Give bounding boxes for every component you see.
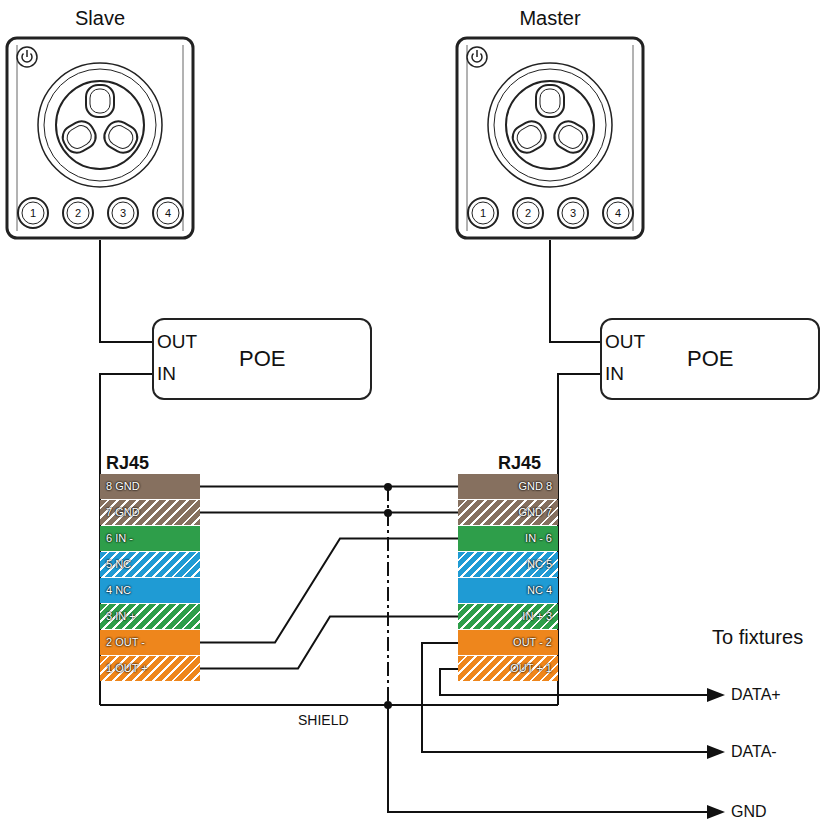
wire xyxy=(200,512,458,514)
device-name: POE xyxy=(239,347,285,371)
wire xyxy=(558,374,600,474)
port-label: OUT xyxy=(157,332,223,352)
rj45-pin: 8 GND xyxy=(100,474,200,499)
data-minus-wire xyxy=(422,643,708,752)
controller-device: Slave xyxy=(5,5,195,240)
signal-name: DATA+ xyxy=(731,686,781,704)
rj45-pin: NC 4 xyxy=(458,578,558,603)
rj45-pin: 3 IN + xyxy=(100,604,200,629)
rj45-pin: 2 OUT - xyxy=(100,630,200,655)
note: To fixtures xyxy=(712,626,803,649)
rj45-pin: IN + 3 xyxy=(458,604,558,629)
pin-label: IN - 6 xyxy=(464,526,552,551)
arrowhead xyxy=(707,745,725,759)
wire xyxy=(200,617,458,669)
controller-device: Master xyxy=(455,5,645,240)
device-illustration xyxy=(455,5,645,240)
pin-label: NC 4 xyxy=(464,578,552,603)
rj45-pin: OUT - 2 xyxy=(458,630,558,655)
rj45-pin: 4 NC xyxy=(100,578,200,603)
port-label: IN xyxy=(157,364,223,384)
pin-label: NC 5 xyxy=(464,552,552,577)
shield-wire xyxy=(100,704,558,706)
pin-label: 7 GND xyxy=(106,500,194,525)
arrowhead xyxy=(707,805,725,819)
pin-label: 8 GND xyxy=(106,474,194,499)
ground-bus xyxy=(387,487,389,705)
device-heading: Slave xyxy=(5,5,195,31)
arrowhead xyxy=(707,688,725,702)
device-heading: Master xyxy=(455,5,645,31)
port-label: IN xyxy=(605,364,671,384)
pin-label: 6 IN - xyxy=(106,526,194,551)
rj45-pin: 6 IN - xyxy=(100,526,200,551)
poe-injector: OUT IN POE xyxy=(152,318,372,400)
rj45-pin: OUT + 1 xyxy=(458,656,558,681)
rj45-pin: 7 GND xyxy=(100,500,200,525)
rj45-pin: GND 7 xyxy=(458,500,558,525)
rj45-pin: 1 OUT + xyxy=(100,656,200,681)
pin-label: 5 NC xyxy=(106,552,194,577)
shield-label: SHIELD xyxy=(298,712,349,728)
rj45-pin: NC 5 xyxy=(458,552,558,577)
rj45-pin: 5 NC xyxy=(100,552,200,577)
port-label: OUT xyxy=(605,332,671,352)
connector-name: RJ45 xyxy=(106,453,149,474)
pin-label: OUT - 2 xyxy=(464,630,552,655)
rj45-pin: IN - 6 xyxy=(458,526,558,551)
device-name: POE xyxy=(687,347,733,371)
pin-label: GND 7 xyxy=(464,500,552,525)
pin-label: GND 8 xyxy=(464,474,552,499)
pin-label: IN + 3 xyxy=(464,604,552,629)
connector-name: RJ45 xyxy=(498,453,541,474)
pin-label: 3 IN + xyxy=(106,604,194,629)
wire xyxy=(550,240,600,342)
ground-wire xyxy=(388,705,708,812)
pin-label: 2 OUT - xyxy=(106,630,194,655)
wire xyxy=(200,486,458,488)
signal-name: GND xyxy=(731,803,767,821)
wire xyxy=(200,539,458,643)
pin-label: OUT + 1 xyxy=(464,656,552,681)
signal-name: DATA- xyxy=(731,743,777,761)
pin-label: 1 OUT + xyxy=(106,656,194,681)
pin-label: 4 NC xyxy=(106,578,194,603)
wire xyxy=(100,240,152,342)
device-illustration xyxy=(5,5,195,240)
wire xyxy=(100,374,152,474)
poe-injector: OUT IN POE xyxy=(600,318,820,400)
rj45-pin: GND 8 xyxy=(458,474,558,499)
junction-dot xyxy=(384,701,392,709)
